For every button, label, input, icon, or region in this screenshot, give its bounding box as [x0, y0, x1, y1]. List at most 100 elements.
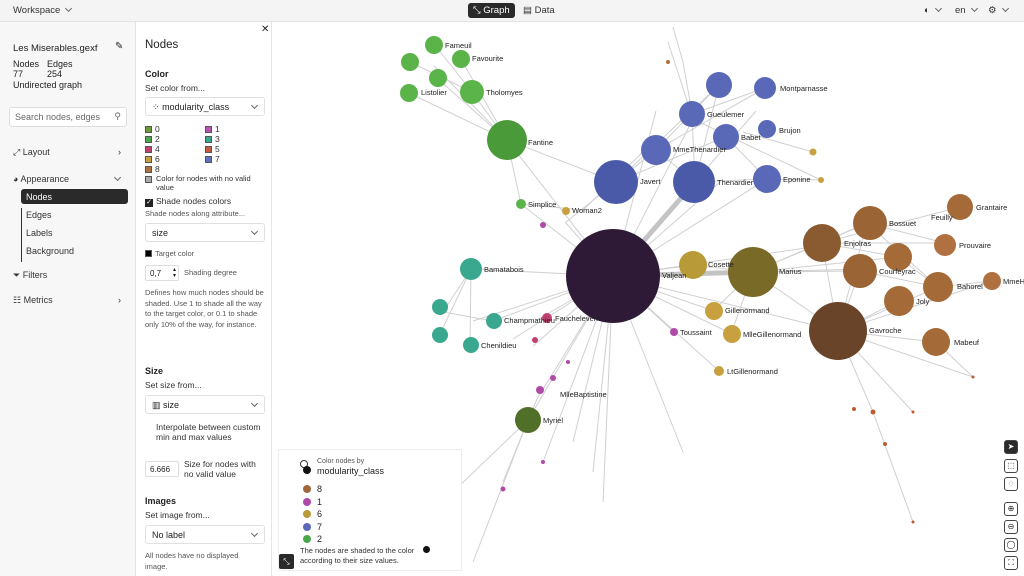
node-fantine[interactable] [487, 120, 527, 160]
class-swatch[interactable]: 3 [205, 134, 265, 144]
node-mmehucheloup[interactable] [983, 272, 1001, 290]
node-myriel[interactable] [515, 407, 541, 433]
node-small-d[interactable] [500, 486, 506, 492]
class-swatch[interactable]: 7 [205, 154, 265, 164]
class-swatch[interactable]: 4 [145, 144, 205, 154]
node-mllebaptistine[interactable] [536, 386, 544, 394]
node-favourite[interactable] [452, 50, 470, 68]
node-simplice[interactable] [516, 199, 526, 209]
lasso-select-button[interactable]: ◌ [1004, 477, 1018, 491]
rect-select-button[interactable]: ⬚ [1004, 459, 1018, 473]
node-champmathieu[interactable] [486, 313, 502, 329]
tab-graph[interactable]: ⤡ Graph [468, 3, 515, 18]
target-color-row[interactable]: Target color [145, 249, 194, 260]
node-grantaire[interactable] [947, 194, 973, 220]
workspace-menu[interactable]: Workspace [13, 4, 73, 16]
settings-menu[interactable]: ⚙ [988, 4, 1009, 16]
node-feuilly[interactable] [884, 243, 912, 271]
node-small-f[interactable] [541, 460, 545, 464]
size-no-valid-input[interactable]: 6.666 [145, 461, 179, 477]
node-mllegillenormand[interactable] [723, 325, 741, 343]
pointer-tool-button[interactable]: ➤ [1004, 440, 1018, 454]
node-enjolras[interactable] [803, 224, 841, 262]
shade-attribute-select[interactable]: size [145, 223, 265, 242]
search-input[interactable]: Search nodes, edges⚲ [9, 107, 127, 127]
node-prouvaire[interactable] [934, 234, 956, 256]
node-cosette[interactable] [679, 251, 707, 279]
node-babet[interactable] [713, 124, 739, 150]
color-attribute-select[interactable]: ⁘ modularity_class [145, 97, 265, 116]
node-mmethenardier[interactable] [641, 135, 671, 165]
node-small-n[interactable] [971, 375, 975, 379]
node-toussaint[interactable] [670, 328, 678, 336]
node-tholomyes[interactable] [460, 80, 484, 104]
node-small-i[interactable] [818, 177, 824, 183]
node-montparnasse[interactable] [706, 72, 732, 98]
node-small-j[interactable] [666, 60, 670, 64]
class-swatch[interactable]: 6 [145, 154, 205, 164]
graph-nodes[interactable] [400, 36, 1001, 524]
sidebar-item-edges[interactable]: Edges [26, 210, 52, 220]
node-gillenormand[interactable] [705, 302, 723, 320]
node-small-g[interactable] [566, 360, 570, 364]
sidebar-item-metrics[interactable]: ☷ Metrics› [13, 295, 125, 306]
edit-icon[interactable]: ✎ [115, 41, 124, 52]
node-small-l[interactable] [911, 520, 915, 524]
node-teal-b[interactable] [432, 327, 448, 343]
node-gueulemer[interactable] [679, 101, 705, 127]
node-marius[interactable] [728, 247, 778, 297]
shading-degree-input[interactable]: 0,7▴▾ [145, 265, 179, 281]
sidebar-item-background[interactable]: Background [26, 246, 75, 256]
node-green-a[interactable] [401, 53, 419, 71]
node-small-k[interactable] [870, 409, 876, 415]
sidebar-item-labels[interactable]: Labels [26, 228, 53, 238]
class-swatch[interactable]: 1 [205, 124, 265, 134]
node-claquesous[interactable] [754, 77, 776, 99]
node-woman2[interactable] [562, 207, 570, 215]
node-brujon[interactable] [758, 120, 776, 138]
node-small-a[interactable] [540, 222, 546, 228]
node-javert[interactable] [594, 160, 638, 204]
node-listolier[interactable] [400, 84, 418, 102]
node-small-c[interactable] [550, 375, 556, 381]
language-select[interactable]: en [955, 4, 978, 16]
sidebar-item-layout[interactable]: ⤢ Layout› [13, 147, 125, 158]
node-valjean[interactable] [566, 229, 660, 323]
class-swatch[interactable]: 8 [145, 164, 205, 174]
node-teal-a[interactable] [432, 299, 448, 315]
node-green-b[interactable] [429, 69, 447, 87]
node-joly[interactable] [884, 286, 914, 316]
node-gavroche[interactable] [809, 302, 867, 360]
node-mabeuf[interactable] [922, 328, 950, 356]
node-bossuet[interactable] [853, 206, 887, 240]
node-ltgillenormand[interactable] [714, 366, 724, 376]
node-small-p[interactable] [911, 410, 915, 414]
node-fameuil[interactable] [425, 36, 443, 54]
sidebar-item-appearance[interactable]: ◕ Appearance [13, 173, 125, 184]
zoom-in-button[interactable]: ⊕ [1004, 502, 1018, 516]
no-valid-color-row[interactable]: Color for nodes with no valid value [145, 174, 265, 192]
node-small-o[interactable] [852, 407, 856, 411]
node-bamatabois[interactable] [460, 258, 482, 280]
shade-checkbox[interactable]: ✓Shade nodes colors [145, 196, 231, 207]
class-swatch[interactable]: 5 [205, 144, 265, 154]
interpolate-checkbox[interactable]: Interpolate between custom min and max v… [156, 422, 266, 442]
image-attribute-select[interactable]: No label [145, 525, 265, 544]
theme-toggle[interactable]: ◐ [924, 4, 942, 16]
node-thenardier[interactable] [673, 161, 715, 203]
class-swatch[interactable]: 2 [145, 134, 205, 144]
class-swatch[interactable]: 0 [145, 124, 205, 134]
fullscreen-button[interactable]: ⛶ [1004, 556, 1018, 570]
node-chenildieu[interactable] [463, 337, 479, 353]
node-small-h[interactable] [809, 148, 817, 156]
graph-svg[interactable]: Fameuil Favourite Listolier Tholomyes Fa… [273, 22, 1024, 576]
zoom-out-button[interactable]: ⊖ [1004, 520, 1018, 534]
node-small-m[interactable] [883, 442, 887, 446]
size-attribute-select[interactable]: ▥ size [145, 395, 265, 414]
collapse-legend-button[interactable]: ⤡ [279, 554, 294, 569]
reset-zoom-button[interactable]: ◯ [1004, 538, 1018, 552]
sidebar-item-nodes[interactable]: Nodes [21, 189, 128, 204]
close-icon[interactable]: ✕ [261, 24, 270, 35]
tab-data[interactable]: ▤ Data [523, 5, 555, 16]
sidebar-item-filters[interactable]: ⏷ Filters [13, 270, 47, 281]
